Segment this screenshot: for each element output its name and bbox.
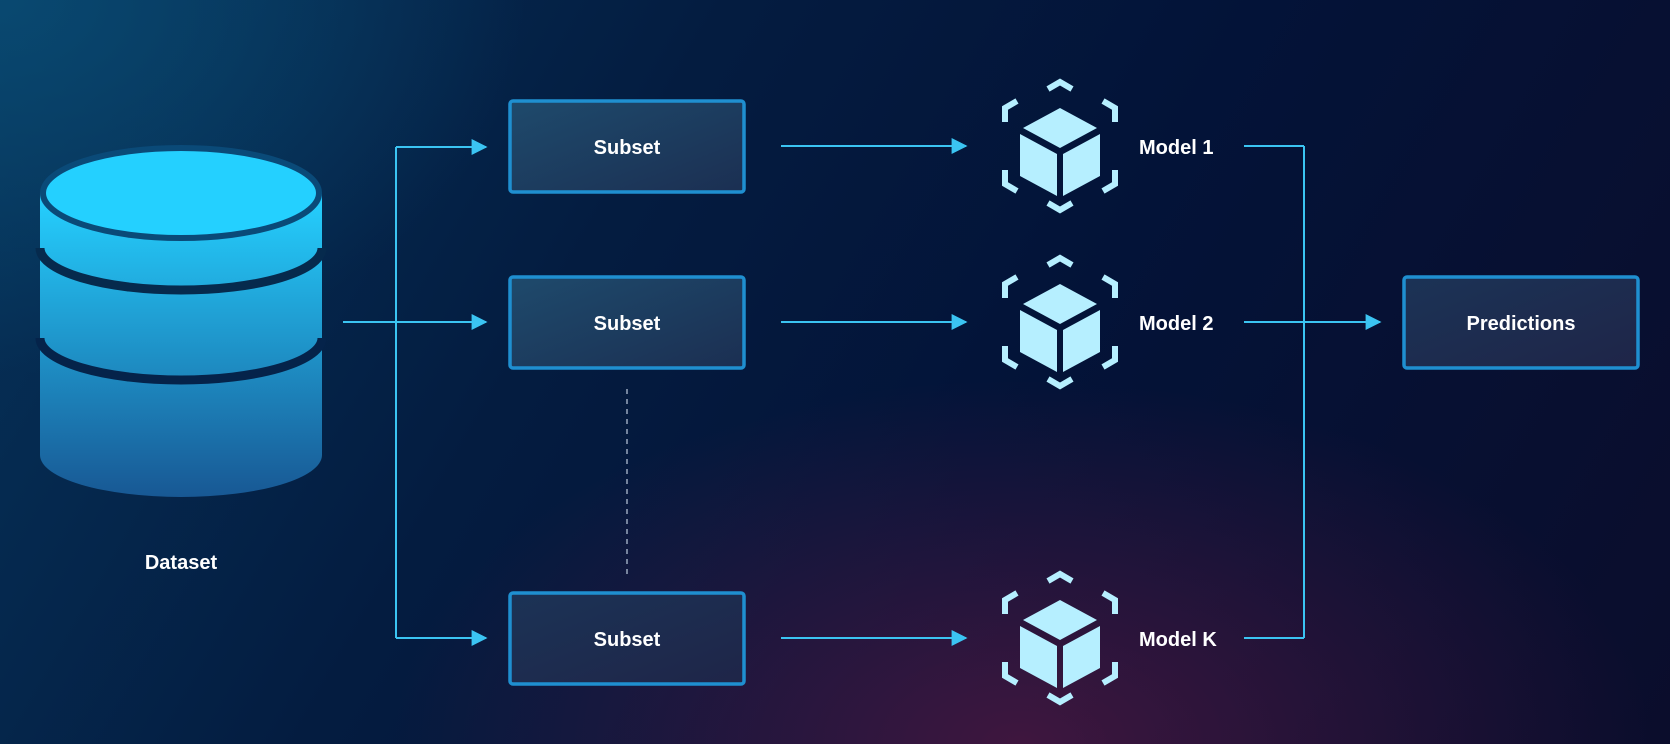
subset-box: Subset	[508, 591, 746, 686]
predictions-box: Predictions	[1402, 275, 1640, 370]
subset-label: Subset	[594, 137, 661, 159]
model-label: Model K	[1139, 629, 1217, 651]
cube-icon	[1002, 570, 1118, 706]
model-label: Model 2	[1139, 313, 1213, 335]
subset-box: Subset	[508, 275, 746, 370]
cube-icon	[1002, 254, 1118, 390]
dataset-to-subsets-connector	[343, 139, 488, 646]
dataset-label: Dataset	[145, 552, 218, 574]
subset-to-model-arrows	[781, 138, 968, 646]
cube-icon	[1002, 78, 1118, 214]
models-to-predictions-connector	[1244, 145, 1382, 639]
subset-label: Subset	[594, 313, 661, 335]
subset-label: Subset	[594, 629, 661, 651]
database-icon	[35, 145, 327, 497]
subset-box: Subset	[508, 99, 746, 194]
model-label: Model 1	[1139, 137, 1213, 159]
predictions-label: Predictions	[1467, 313, 1576, 335]
